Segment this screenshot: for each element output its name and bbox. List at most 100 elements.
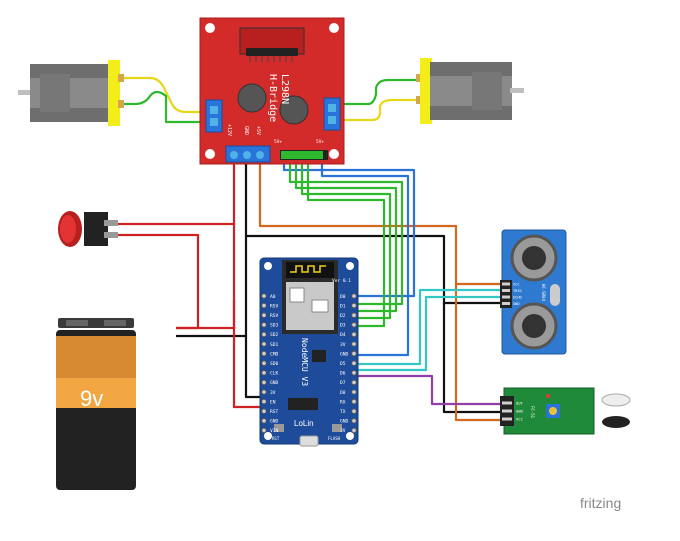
push-button: [58, 211, 118, 247]
nodemcu-right-pin: [351, 370, 357, 376]
ir-pin-label: OUT: [516, 401, 524, 406]
nodemcu-left-pin-label: EN: [270, 399, 276, 405]
l298n-hbridge: L298N H-Bridge +12V GND +5V 5V+ 5V+: [199, 17, 345, 165]
nodemcu-left-pin: [261, 302, 267, 309]
nodemcu-right-pin-label: 3V: [340, 342, 346, 348]
ultrasonic-pin: [502, 289, 510, 292]
wire-ir-purple: [345, 374, 505, 406]
wire-gnd-black: [244, 160, 262, 399]
wire-5v-orange-ir: [454, 284, 505, 422]
wire-vin-red: [232, 300, 262, 409]
nodemcu-right-pin: [351, 379, 357, 386]
hbridge-pin-5v: +5V: [255, 126, 261, 135]
nodemcu-left-pin: [261, 418, 267, 424]
nodemcu-left-pin: [261, 350, 267, 357]
nodemcu-right-pin-label: D3: [340, 323, 346, 329]
nodemcu-left-pins: A0RSVRSVSD3SD2SD1CMDSD0CLKGND3VENRSTGNDV…: [261, 293, 279, 434]
wire-left-motor-yellow: [118, 76, 212, 114]
ultrasonic-pin: [502, 302, 510, 305]
ir-pin: [502, 401, 512, 405]
nodemcu-right-pin: [351, 312, 357, 319]
nodemcu-left-pin: [261, 293, 267, 299]
wire-echo-cyan: [345, 295, 505, 372]
nodemcu-right-pin: [351, 341, 357, 347]
nodemcu-title: NodeMCU V3: [300, 338, 309, 386]
wire-gnd-ir: [442, 303, 505, 414]
nodemcu-left-pin: [261, 341, 267, 347]
nodemcu-right-pin: [351, 418, 357, 424]
nodemcu-version: Ver 0.1: [332, 278, 351, 284]
ir-pin-label: GND: [516, 409, 524, 414]
ir-pin: [502, 417, 512, 421]
hbridge-pin-5v-top-b: 5V+: [316, 139, 324, 145]
hbridge-pin-5v-top-a: 5V+: [274, 139, 282, 145]
wires: [118, 76, 505, 422]
ultrasonic-model: HC-SR04: [541, 284, 546, 301]
nodemcu-left-pin: [261, 360, 267, 367]
wire-in3-green: [300, 160, 392, 320]
nodemcu-right-pin: [351, 302, 357, 309]
nodemcu-left-pin: [261, 427, 267, 434]
nodemcu-left-pin-label: 3V: [270, 390, 276, 396]
battery-9v: 9v: [56, 318, 136, 490]
nodemcu-right-pin: [351, 427, 357, 434]
nodemcu-flash-label: FLASH: [328, 436, 341, 441]
ultrasonic-pin-label: VCC: [513, 283, 520, 287]
wire-in2-green: [294, 160, 398, 313]
nodemcu-right-pin: [351, 293, 357, 299]
nodemcu-left-pin: [261, 370, 267, 376]
nodemcu-right-pin-label: D1: [340, 303, 346, 309]
nodemcu-right-pin: [351, 360, 357, 367]
nodemcu-left-pin-label: CLK: [270, 371, 279, 377]
nodemcu-right-pin-label: D7: [340, 380, 346, 386]
fritzing-watermark: fritzing: [580, 495, 621, 511]
ultrasonic-pin-label: GND: [513, 302, 520, 306]
nodemcu-left-pin: [261, 389, 267, 395]
nodemcu-right-pin-label: RX: [340, 399, 346, 405]
wire-button-red: [118, 233, 200, 330]
wire-battery-12v: [176, 160, 236, 330]
wire-5v-orange: [258, 160, 505, 286]
nodemcu-left-pin-label: GND: [270, 419, 279, 425]
nodemcu-right-pin-label: D4: [340, 332, 346, 338]
nodemcu-maker: LoLin: [294, 419, 314, 428]
nodemcu-left-pin: [261, 322, 267, 328]
nodemcu-right-pin-label: D6: [340, 371, 346, 377]
nodemcu-right-pin-label: TX: [340, 409, 346, 415]
wire-left-motor-green: [118, 90, 212, 124]
nodemcu-left-pin: [261, 331, 267, 338]
nodemcu-right-pin: [351, 322, 357, 328]
nodemcu-right-pin-label: D2: [340, 313, 346, 319]
nodemcu-board: Ver 0.1 NodeMCU V3 LoLin RST FLASH A0RSV…: [259, 257, 359, 447]
nodemcu-right-pin: [351, 398, 357, 405]
right-dc-motor: [416, 58, 524, 124]
nodemcu-right-pin: [351, 350, 357, 357]
ir-label: FC-51: [530, 406, 535, 419]
wire-trig-cyan: [345, 288, 505, 366]
ultrasonic-pin-label: TRIG: [513, 289, 522, 293]
nodemcu-left-pin-label: SD1: [270, 342, 279, 348]
nodemcu-left-pin: [261, 312, 267, 319]
left-dc-motor: [18, 60, 124, 126]
nodemcu-rst-label: RST: [272, 436, 280, 441]
wire-right-motor-green: [338, 78, 420, 106]
nodemcu-left-pin-label: SD3: [270, 323, 279, 329]
nodemcu-right-pin-label: 3V: [340, 428, 346, 434]
nodemcu-left-pin-label: VIN: [270, 428, 279, 434]
nodemcu-left-pin: [261, 408, 267, 415]
wire-in4-green: [306, 160, 386, 328]
nodemcu-right-pin-label: GND: [340, 419, 349, 425]
nodemcu-left-pin-label: SD0: [270, 361, 279, 367]
nodemcu-left-pin-label: CMD: [270, 351, 279, 357]
hbridge-pin-gnd: GND: [243, 126, 249, 135]
nodemcu-right-pin-label: GND: [340, 351, 349, 357]
ultrasonic-pin: [502, 282, 510, 286]
wire-right-motor-yellow: [338, 98, 420, 122]
nodemcu-left-pin-label: RST: [270, 409, 279, 415]
nodemcu-right-pin-label: D5: [340, 361, 346, 367]
